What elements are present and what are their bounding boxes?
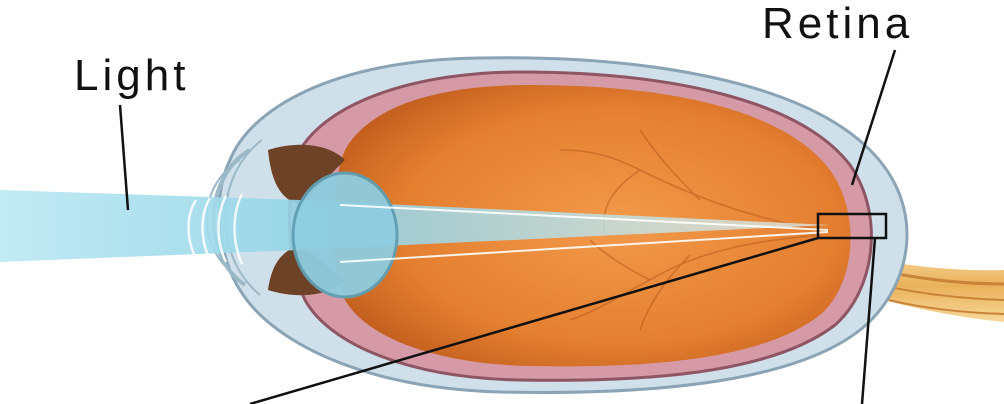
lens (293, 173, 397, 297)
retina-label: Retina (762, 0, 913, 48)
light-label: Light (74, 51, 189, 100)
